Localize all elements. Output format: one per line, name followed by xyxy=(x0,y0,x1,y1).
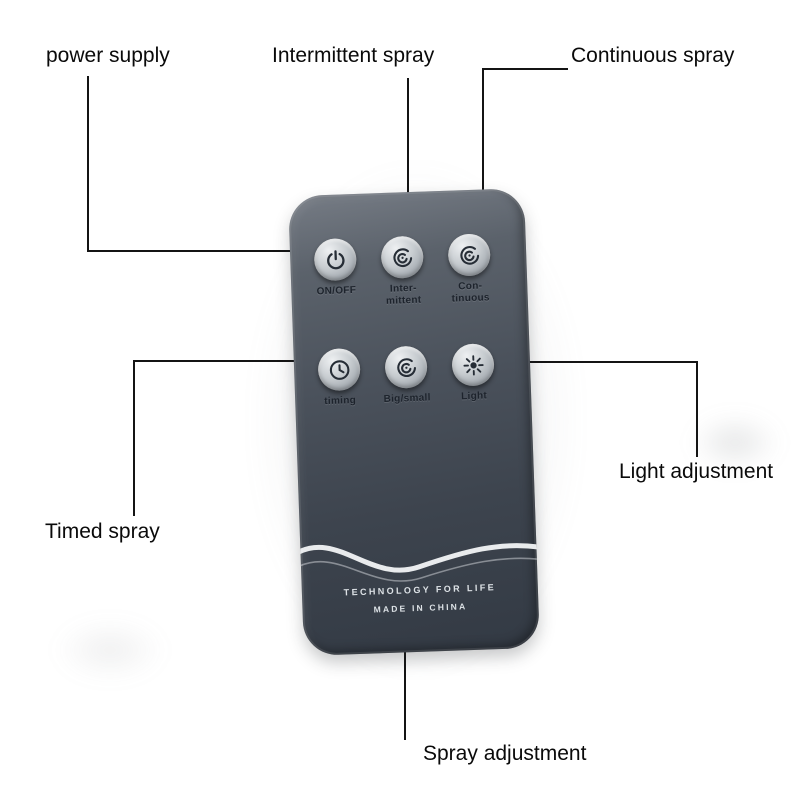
callout-line-continuous-vertical xyxy=(482,68,484,222)
callout-line-power-supply-vertical xyxy=(87,76,89,252)
callout-line-power-supply-horizontal xyxy=(87,250,313,252)
callout-intermittent-spray: Intermittent spray xyxy=(272,44,435,67)
button-label: timing xyxy=(324,395,357,408)
button-label: Con- tinuous xyxy=(451,280,491,305)
callout-line-light-horizontal xyxy=(498,361,698,363)
button-label: Big/small xyxy=(383,392,431,406)
remote-button-intermittent: Inter- mittent xyxy=(366,235,440,308)
callout-line-timed-vertical xyxy=(133,360,135,516)
button-face xyxy=(317,347,361,392)
spray-size-icon xyxy=(393,354,419,380)
clock-icon xyxy=(326,357,352,383)
continuous-spray-icon xyxy=(456,242,482,268)
callout-timed-spray: Timed spray xyxy=(45,520,160,543)
callout-light-adjustment: Light adjustment xyxy=(619,460,774,483)
button-label: ON/OFF xyxy=(316,284,357,298)
wave-decoration xyxy=(299,543,539,582)
brand-text-line2: MADE IN CHINA xyxy=(373,601,468,615)
remote-button-light: Light xyxy=(436,343,510,404)
light-icon xyxy=(460,352,486,378)
callout-line-intermittent-vertical xyxy=(407,78,409,226)
button-face xyxy=(380,235,424,280)
callout-power-supply: power supply xyxy=(46,44,170,67)
intermittent-spray-icon xyxy=(389,244,415,270)
button-label: Light xyxy=(460,390,488,403)
button-face xyxy=(313,237,358,282)
callout-spray-adjustment: Spray adjustment xyxy=(423,742,587,765)
callout-line-timed-horizontal xyxy=(134,360,325,362)
button-face xyxy=(451,343,495,387)
remote-control: ON/OFF Inter- mittent Con- t xyxy=(288,188,540,656)
remote-button-timing: timing xyxy=(302,347,376,408)
button-face xyxy=(447,233,491,277)
photo-artifact xyxy=(55,620,165,680)
button-face xyxy=(384,345,428,389)
remote-button-bigsmall: Big/small xyxy=(369,345,443,406)
callout-line-light-vertical xyxy=(696,361,698,457)
remote-button-onoff: ON/OFF xyxy=(299,237,373,298)
callout-line-continuous-horizontal xyxy=(482,68,568,70)
callout-continuous-spray: Continuous spray xyxy=(571,44,735,67)
remote-button-continuous: Con- tinuous xyxy=(432,233,506,306)
button-label: Inter- mittent xyxy=(385,282,422,307)
power-icon xyxy=(322,247,348,273)
photo-artifact xyxy=(690,415,780,470)
